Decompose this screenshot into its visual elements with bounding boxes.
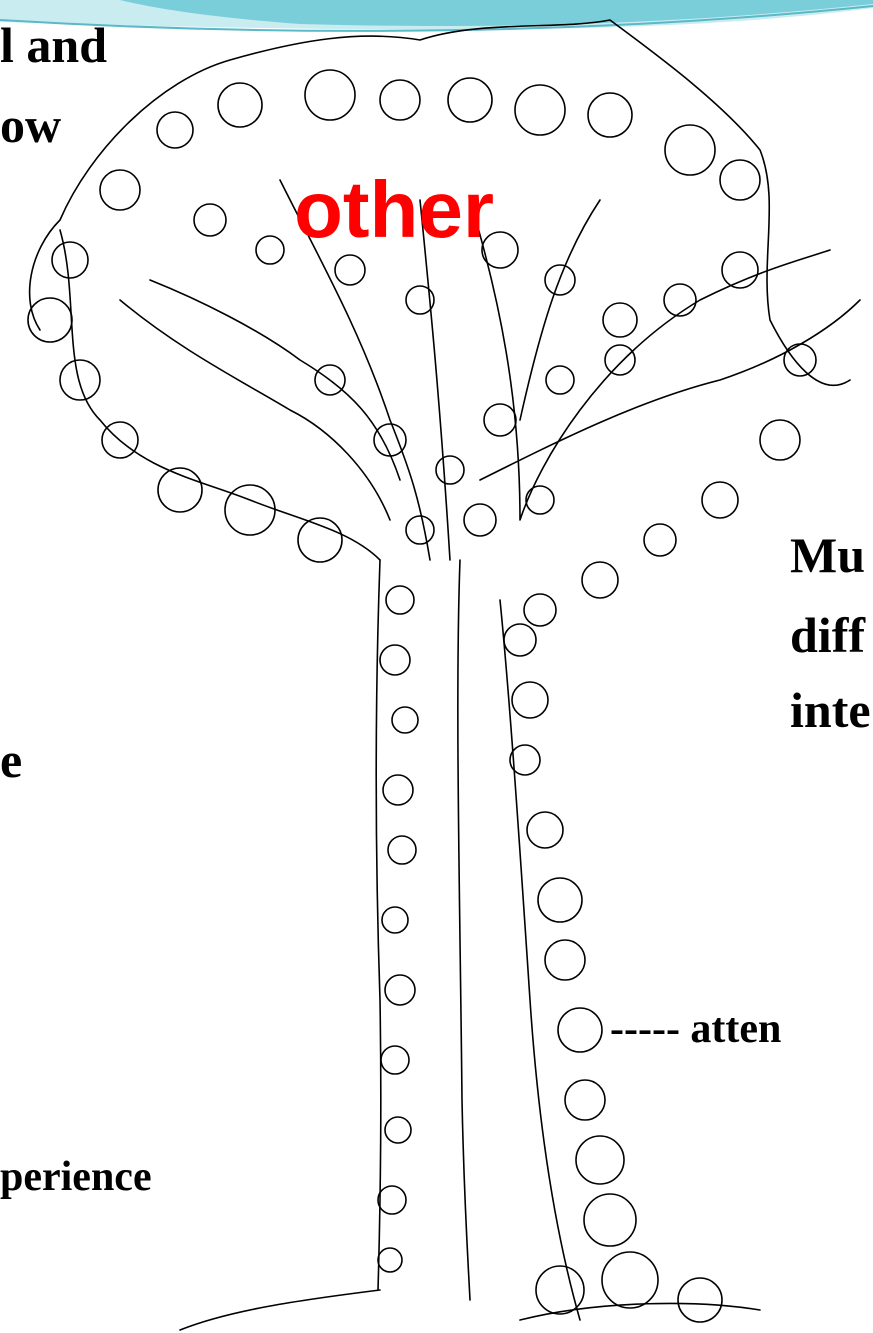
label-right-line1: Mu <box>790 530 865 580</box>
label-right-line2: diff <box>790 610 865 660</box>
label-left-mid: e <box>0 735 22 785</box>
label-top-left-line1: l and <box>0 20 107 70</box>
crown-loops <box>28 70 816 626</box>
trunk-loops <box>378 586 722 1322</box>
label-top-left-line2: ow <box>0 100 61 150</box>
label-bottom-left: perience <box>0 1156 152 1198</box>
center-word-other: other <box>294 170 494 250</box>
label-attention: ----- atten <box>610 1008 781 1050</box>
label-right-line3: inte <box>790 685 871 735</box>
